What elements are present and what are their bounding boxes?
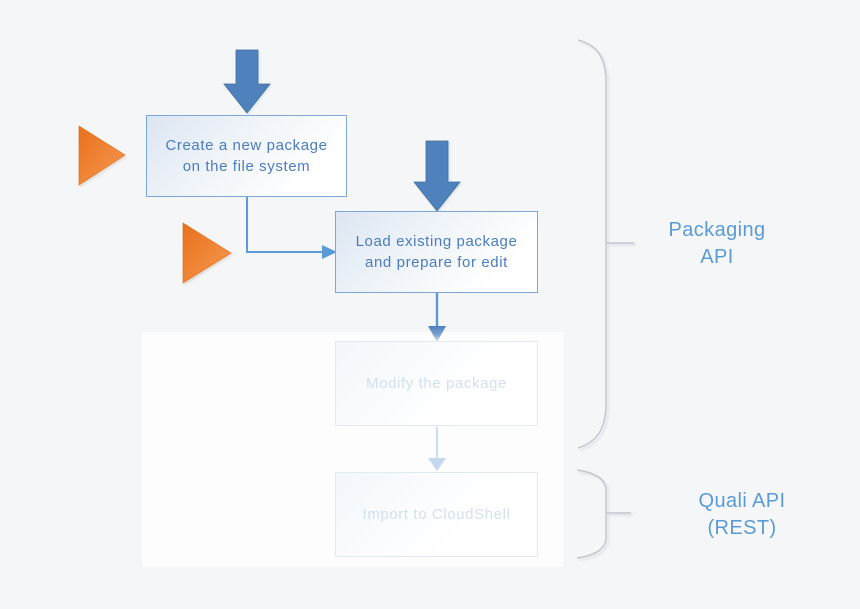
- connector-step2-step3: [428, 293, 446, 342]
- quali-api-label-line2: (REST): [707, 517, 777, 539]
- step-create-package-box: Create a new package on the file system: [146, 115, 347, 197]
- packaging-api-label-line2: API: [700, 246, 734, 268]
- step-modify-package-box: Modify the package: [335, 341, 538, 426]
- curly-brace-icon: [576, 469, 631, 559]
- step-import-cloudshell-box: Import to CloudShell: [335, 472, 538, 557]
- step-load-package-line1: Load existing package: [355, 233, 518, 250]
- step-create-package-line1: Create a new package: [165, 137, 328, 154]
- right-triangle-icon: [78, 125, 126, 186]
- right-triangle-icon: [182, 222, 232, 284]
- step-modify-package-label: Modify the package: [366, 375, 507, 392]
- connector-step1-step2: [246, 197, 337, 259]
- step-import-cloudshell-label: Import to CloudShell: [362, 506, 511, 523]
- packaging-api-label: Packaging API: [627, 217, 807, 271]
- connector-step3-step4: [428, 427, 446, 471]
- step-load-package-box: Load existing package and prepare for ed…: [335, 211, 538, 293]
- step-load-package-line2: and prepare for edit: [365, 254, 508, 271]
- quali-api-label: Quali API (REST): [652, 488, 832, 542]
- quali-api-label-line1: Quali API: [698, 490, 786, 512]
- down-arrow-icon: [223, 49, 271, 114]
- down-arrow-icon: [413, 140, 461, 212]
- curly-brace-icon: [577, 39, 634, 449]
- step-create-package-line2: on the file system: [182, 158, 311, 175]
- packaging-api-label-line1: Packaging: [668, 219, 766, 241]
